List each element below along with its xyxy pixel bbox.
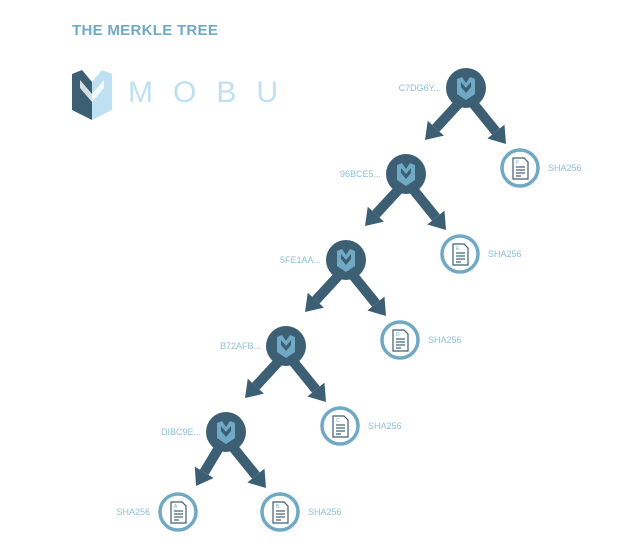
arrow-left (365, 184, 404, 226)
hash-node: C7DG6Y... (399, 68, 486, 108)
arrow-right (408, 184, 446, 230)
leaf-node: E SHA256 (440, 234, 522, 274)
hash-node: 5FE1AA... (280, 240, 366, 280)
leaf-label: SHA256 (368, 421, 402, 431)
hash-label: B72AFB... (220, 341, 261, 351)
hash-node: DIBC9E... (161, 412, 246, 452)
hash-label: 96BCE5... (340, 169, 381, 179)
leaf-node: D SHA256 (380, 320, 462, 360)
document-icon: C (332, 415, 349, 438)
arrow-right (348, 270, 386, 316)
mobu-logo-icon (72, 70, 112, 120)
page-title: THE MERKLE TREE (72, 22, 219, 39)
arrow-right (288, 356, 326, 402)
leaf-node: B SHA256 (260, 492, 342, 532)
hash-label: 5FE1AA... (280, 255, 321, 265)
arrow-right (468, 98, 506, 144)
mobu-shield-icon (457, 77, 475, 100)
leaf-label: SHA256 (428, 335, 462, 345)
leaf-letter: C (336, 418, 340, 424)
leaf-label: SHA256 (548, 163, 582, 173)
arrow-left (425, 98, 464, 140)
arrow-left (194, 443, 225, 486)
document-icon: E (452, 243, 469, 266)
arrow-left (305, 270, 344, 312)
mobu-shield-icon (397, 163, 415, 186)
leaf-node: F SHA256 (500, 148, 582, 188)
leaf-node: C SHA256 (320, 406, 402, 446)
leaf-letter: F (516, 160, 519, 166)
leaf-label: SHA256 (488, 249, 522, 259)
document-icon: A (170, 501, 187, 524)
leaf-letter: A (174, 504, 178, 510)
hash-node: B72AFB... (220, 326, 306, 366)
leaf-node: A SHA256 (116, 492, 198, 532)
arrow-left (245, 356, 284, 398)
document-icon: F (512, 157, 529, 180)
document-icon: B (272, 501, 289, 524)
document-icon: D (392, 329, 409, 352)
mobu-shield-icon (217, 421, 235, 444)
hash-node: 96BCE5... (340, 154, 426, 194)
leaf-label: SHA256 (308, 507, 342, 517)
leaf-letter: E (456, 246, 460, 252)
leaf-letter: B (276, 504, 280, 510)
arrow-right (228, 442, 266, 488)
hash-label: DIBC9E... (161, 427, 201, 437)
mobu-shield-icon (277, 335, 295, 358)
leaf-label: SHA256 (116, 507, 150, 517)
brand-name: MOBU (128, 76, 298, 109)
mobu-shield-icon (337, 249, 355, 272)
hash-label: C7DG6Y... (399, 83, 441, 93)
leaf-letter: D (396, 332, 400, 338)
